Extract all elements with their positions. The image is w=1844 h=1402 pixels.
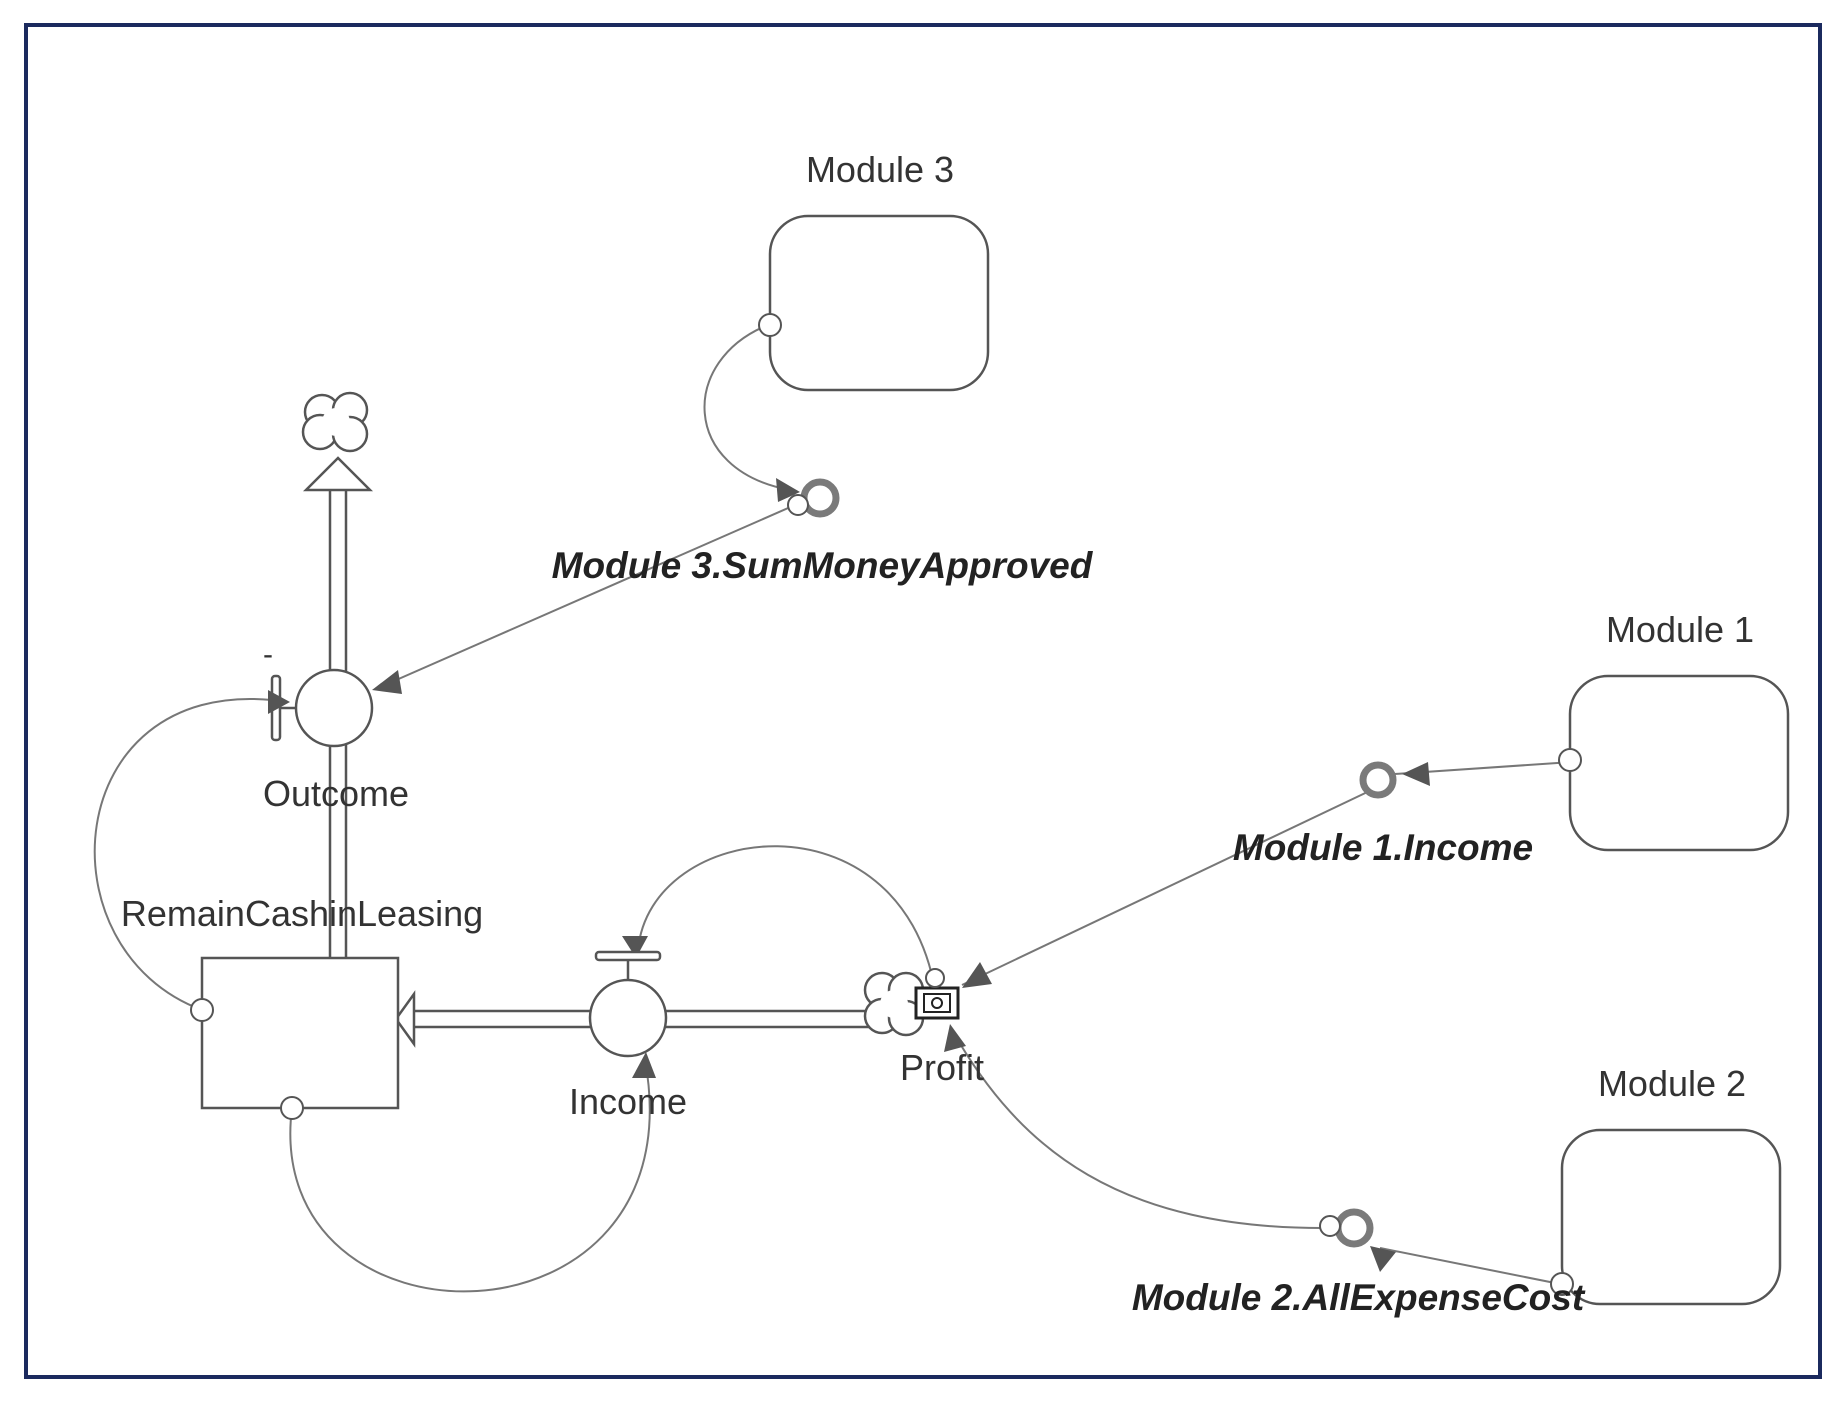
connector-stock-to-outcome[interactable]: [93, 697, 273, 1011]
connector-stock-to-income[interactable]: [289, 1059, 651, 1293]
connectors: [93, 324, 1573, 1293]
connector-profit-to-income[interactable]: [637, 845, 936, 991]
profit-port-top: [925, 968, 945, 988]
module3-label: Module 3: [806, 149, 954, 190]
connector-module3-to-ghost[interactable]: [703, 324, 791, 491]
connector-ghost1-to-profit[interactable]: [961, 785, 1381, 986]
module1-port: [1558, 748, 1582, 772]
ghost-module3-label: Module 3.SumMoneyApproved: [552, 545, 1094, 586]
outcome-loop-arrowhead: [268, 690, 290, 714]
ghost-module1-label: Module 1.Income: [1233, 827, 1533, 868]
inflow-arrowhead: [394, 990, 416, 1048]
frame-border: [24, 23, 1822, 1379]
cloud-sink-icon: [301, 391, 369, 453]
profit-converter-icon[interactable]: [914, 968, 960, 1020]
stock-label: RemainCashinLeasing: [121, 893, 483, 934]
outcome-label: Outcome: [263, 773, 409, 814]
arrowhead-ghost-module3: [776, 478, 800, 502]
connector-ghost3-to-outcome[interactable]: [377, 504, 796, 689]
outcome-sign: -: [263, 638, 273, 671]
profit-label: Profit: [900, 1047, 984, 1088]
outflow-arrowhead: [302, 456, 374, 492]
ghost-module2-label: Module 2.AllExpenseCost: [1132, 1277, 1586, 1318]
module1-box[interactable]: [1568, 674, 1790, 852]
stock-remaincash[interactable]: [200, 956, 400, 1110]
ghost-module3-approved-icon[interactable]: [787, 478, 840, 518]
arrowhead-ghost-module2: [1370, 1246, 1396, 1272]
module3-box[interactable]: [768, 214, 990, 392]
ghost-module2-expense-icon[interactable]: [1319, 1208, 1374, 1248]
income-valve[interactable]: [588, 950, 668, 1058]
outcome-valve[interactable]: [268, 668, 374, 748]
income-valve-handle: [594, 950, 662, 962]
arrowhead-income-top: [622, 936, 648, 958]
income-label: Income: [569, 1081, 687, 1122]
stock-port-left: [190, 998, 214, 1022]
cloud-source-icon: [863, 971, 925, 1037]
module2-label: Module 2: [1598, 1063, 1746, 1104]
arrowhead-profit-top: [962, 962, 992, 988]
arrowhead-outcome: [372, 670, 402, 694]
module2-box[interactable]: [1560, 1128, 1782, 1306]
stock-port-bottom: [280, 1096, 304, 1120]
connector-module2-to-ghost[interactable]: [1379, 1247, 1561, 1285]
arrowhead-profit-bottom: [944, 1024, 966, 1052]
arrowhead-income-bottom: [632, 1052, 656, 1078]
arrowhead-ghost-module1: [1402, 762, 1430, 786]
ghost-module1-income-icon[interactable]: [1359, 761, 1397, 799]
connector-ghost2-to-profit[interactable]: [951, 1029, 1331, 1230]
module3-port: [758, 313, 782, 337]
module1-label: Module 1: [1606, 609, 1754, 650]
module2-port: [1550, 1272, 1574, 1296]
